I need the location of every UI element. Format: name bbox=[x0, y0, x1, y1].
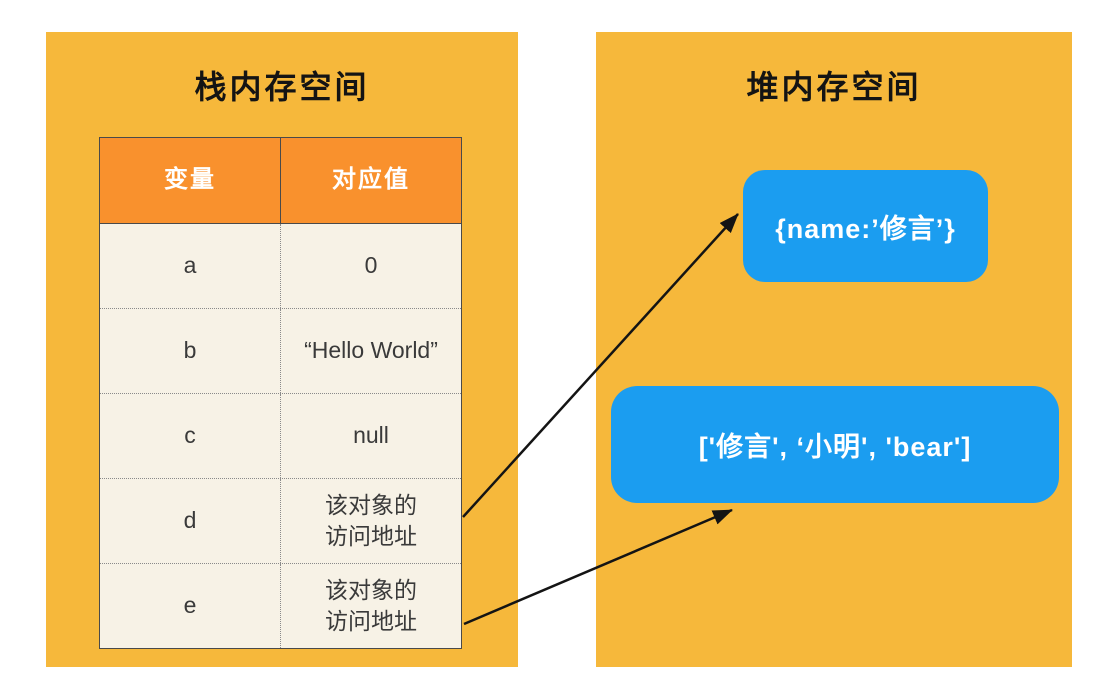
table-row: d 该对象的 访问地址 bbox=[100, 478, 461, 563]
table-row: c null bbox=[100, 393, 461, 478]
variables-table: 变量 对应值 a 0 b “Hello World” c null d 该对象的… bbox=[99, 137, 462, 649]
cell-value-d: 该对象的 访问地址 bbox=[280, 479, 461, 563]
table-header-row: 变量 对应值 bbox=[100, 138, 461, 224]
cell-value-e: 该对象的 访问地址 bbox=[280, 564, 461, 648]
cell-var-c: c bbox=[184, 422, 196, 449]
table-row: e 该对象的 访问地址 bbox=[100, 563, 461, 648]
heap-memory-panel: 堆内存空间 {name:’修言’} ['修言', ‘小明', 'bear'] bbox=[596, 32, 1072, 667]
stack-panel-title: 栈内存空间 bbox=[194, 69, 370, 105]
table-row: b “Hello World” bbox=[100, 308, 461, 393]
cell-value-b: “Hello World” bbox=[280, 309, 461, 393]
table-row: a 0 bbox=[100, 224, 461, 308]
cell-var-d: d bbox=[183, 507, 197, 534]
table-header-value: 对应值 bbox=[280, 138, 461, 223]
heap-object-box: {name:’修言’} bbox=[743, 170, 988, 282]
cell-value-a: 0 bbox=[280, 224, 461, 308]
cell-var-b: b bbox=[183, 337, 197, 364]
cell-var-a: a bbox=[183, 252, 197, 279]
table-header-variable: 变量 bbox=[164, 166, 216, 194]
heap-array-box: ['修言', ‘小明', 'bear'] bbox=[611, 386, 1059, 503]
cell-value-c: null bbox=[280, 394, 461, 478]
heap-panel-title: 堆内存空间 bbox=[746, 69, 922, 105]
stack-memory-panel: 栈内存空间 变量 对应值 a 0 b “Hello World” c null … bbox=[46, 32, 518, 667]
cell-var-e: e bbox=[183, 592, 197, 619]
